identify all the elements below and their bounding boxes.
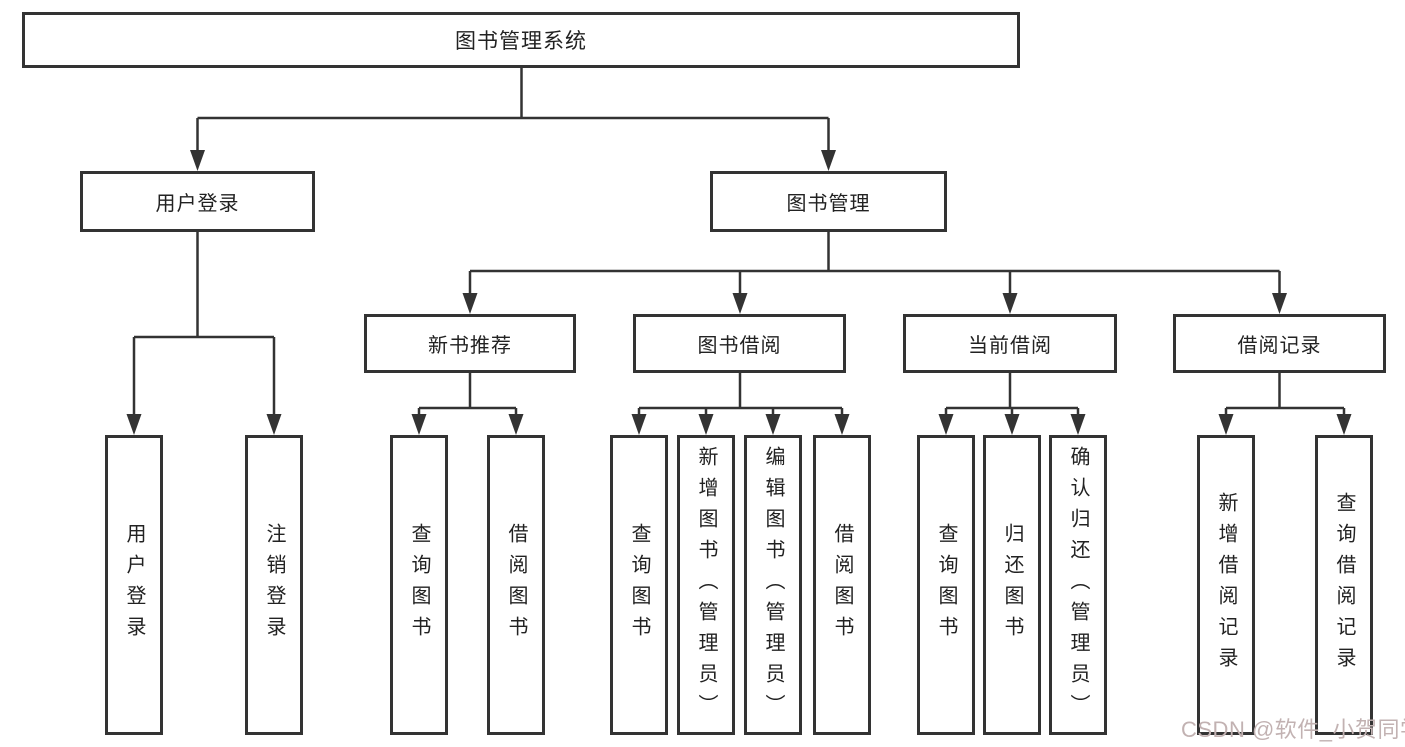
node-book-borrowing-label: 图书借阅 [697,335,782,357]
leaf-add-books-admin: 新增图书（管理员） [677,435,735,735]
leaf-logout-label: 注销登录 [263,523,285,647]
leaf-query-books-current-label: 查询图书 [935,523,957,647]
node-new-book-recommend-label: 新书推荐 [428,335,512,357]
arrowhead-down-icon [190,150,205,171]
leaf-confirm-return-admin: 确认归还（管理员） [1049,435,1107,735]
leaf-user-login-label: 用户登录 [123,523,145,647]
arrowhead-down-icon [126,414,142,435]
node-user-login: 用户登录 [80,171,315,232]
leaf-query-books-borrowing: 查询图书 [610,435,668,735]
leaf-add-books-admin-label: 新增图书（管理员） [695,445,717,725]
arrowhead-down-icon [732,293,748,314]
node-borrow-records-label: 借阅记录 [1237,335,1322,357]
arrowhead-down-icon [765,414,781,435]
leaf-borrow-books-borrowing: 借阅图书 [813,435,871,735]
arrowhead-down-icon [508,414,524,435]
leaf-return-books-label: 归还图书 [1001,523,1023,647]
watermark-text: CSDN @软件_小贺同学 [1181,717,1405,742]
arrowhead-down-icon [266,414,282,435]
leaf-query-borrow-record: 查询借阅记录 [1315,435,1373,735]
node-book-management-label: 图书管理 [786,193,871,215]
node-current-borrowing: 当前借阅 [903,314,1117,373]
leaf-confirm-return-admin-label: 确认归还（管理员） [1067,445,1089,725]
leaf-logout: 注销登录 [245,435,303,735]
node-current-borrowing-label: 当前借阅 [968,335,1052,357]
node-borrow-records: 借阅记录 [1173,314,1386,373]
leaf-edit-books-admin-label: 编辑图书（管理员） [762,445,784,725]
node-book-management: 图书管理 [710,171,947,232]
leaf-query-books-recommend-label: 查询图书 [408,523,430,647]
node-user-login-label: 用户登录 [155,193,240,215]
arrowhead-down-icon [1272,293,1287,314]
node-new-book-recommend: 新书推荐 [364,314,576,373]
leaf-borrow-books-recommend: 借阅图书 [487,435,545,735]
node-root: 图书管理系统 [22,12,1020,68]
leaf-add-borrow-record: 新增借阅记录 [1197,435,1255,735]
arrowhead-down-icon [1070,414,1086,435]
arrowhead-down-icon [698,414,714,435]
leaf-query-books-borrowing-label: 查询图书 [628,523,650,647]
arrowhead-down-icon [1004,414,1020,435]
leaf-edit-books-admin: 编辑图书（管理员） [744,435,802,735]
arrowhead-down-icon [462,293,478,314]
leaf-query-borrow-record-label: 查询借阅记录 [1333,492,1355,678]
arrowhead-down-icon [1218,414,1234,435]
arrowhead-down-icon [938,414,954,435]
leaf-add-borrow-record-label: 新增借阅记录 [1215,492,1237,678]
leaf-return-books: 归还图书 [983,435,1041,735]
arrowhead-down-icon [631,414,647,435]
node-root-label: 图书管理系统 [455,30,587,53]
leaf-borrow-books-borrowing-label: 借阅图书 [831,523,853,647]
leaf-borrow-books-recommend-label: 借阅图书 [505,523,527,647]
arrowhead-down-icon [1336,414,1352,435]
arrowhead-down-icon [411,414,427,435]
node-book-borrowing: 图书借阅 [633,314,846,373]
leaf-query-books-recommend: 查询图书 [390,435,448,735]
arrowhead-down-icon [821,150,836,171]
leaf-user-login: 用户登录 [105,435,163,735]
leaf-query-books-current: 查询图书 [917,435,975,735]
arrowhead-down-icon [1002,293,1018,314]
arrowhead-down-icon [834,414,850,435]
